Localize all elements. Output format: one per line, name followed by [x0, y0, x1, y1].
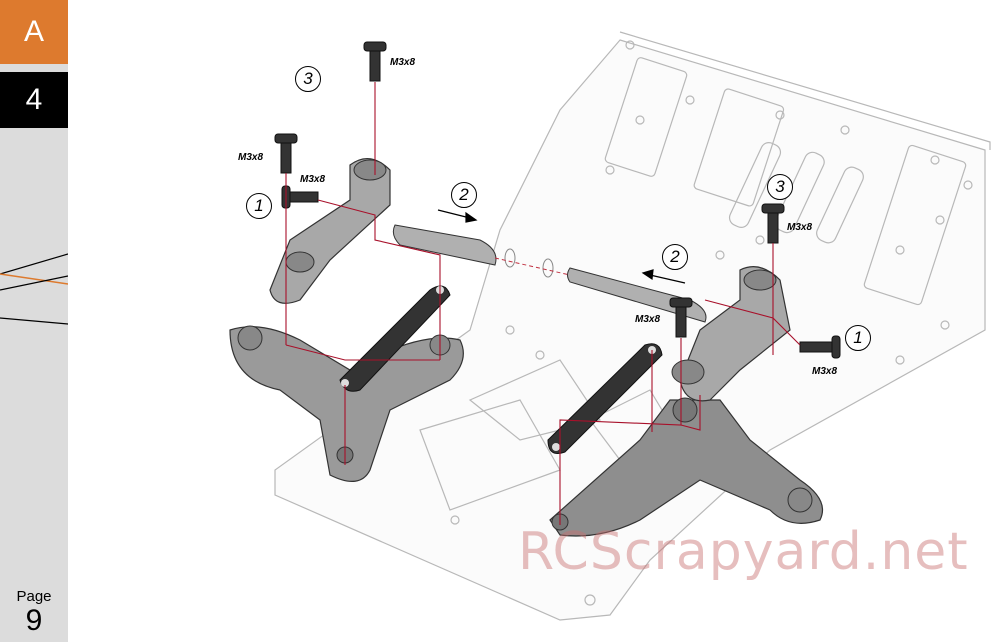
sidebar-decoration-lines — [0, 253, 68, 325]
arrow-left — [641, 269, 686, 284]
left-link-rod — [392, 224, 497, 266]
step-3-left-marker: 3 — [295, 66, 321, 92]
screw-left-vertical-label: M3x8 — [238, 152, 264, 163]
right-carbon-link — [547, 343, 663, 454]
assembly-diagram — [229, 31, 991, 621]
screw-right-side — [799, 335, 841, 359]
step-3-right-marker: 3 — [767, 174, 793, 200]
watermark: RCScrapyard.net — [518, 522, 969, 582]
screw-right-vertical-label: M3x8 — [787, 222, 813, 233]
left-mount-base — [229, 325, 464, 482]
left-upright-bracket — [269, 158, 391, 304]
step-2-right-marker: 2 — [662, 244, 688, 270]
screw-left-side-label: M3x8 — [300, 174, 326, 185]
spacer-ring — [542, 258, 554, 278]
page-number: 9 — [25, 604, 43, 637]
screw-top-label: M3x8 — [390, 57, 416, 68]
right-link-rod — [567, 267, 707, 323]
chassis-plate — [274, 31, 991, 621]
spacer-ring — [504, 248, 516, 268]
screw-right-vertical — [761, 203, 785, 244]
step-tab: 4 — [0, 72, 68, 128]
screw-right-mid-label: M3x8 — [635, 314, 661, 325]
right-upright-bracket — [671, 266, 791, 402]
screw-right-side-label: M3x8 — [812, 366, 838, 377]
screw-right-mid — [669, 297, 693, 338]
right-mount-base — [549, 397, 824, 537]
screw-left-side — [281, 185, 319, 209]
step-1-left-marker: 1 — [246, 193, 272, 219]
step-1-right-marker: 1 — [845, 325, 871, 351]
page-label: Page — [16, 588, 52, 605]
screw-left-vertical — [274, 133, 298, 174]
assembly-guide-lines — [285, 82, 801, 525]
section-tab: A — [0, 0, 68, 64]
screw-top — [363, 41, 387, 82]
step-2-left-marker: 2 — [451, 182, 477, 208]
arrow-right — [437, 209, 478, 223]
